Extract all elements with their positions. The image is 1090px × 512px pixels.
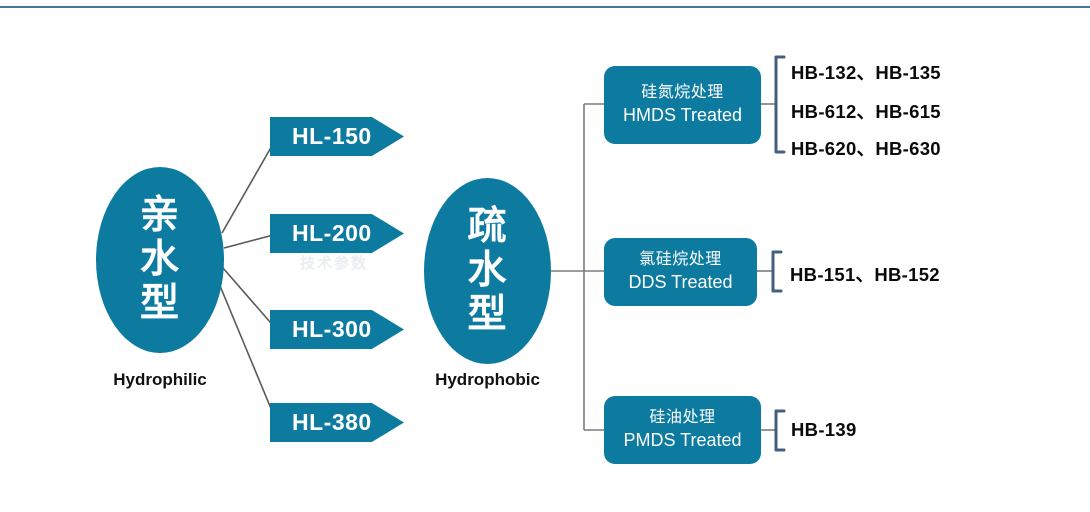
watermark-text: 技术参数 bbox=[300, 255, 369, 272]
treatment-box-en-label: DDS Treated bbox=[628, 271, 733, 292]
hydrophilic-char-3: 型 bbox=[139, 282, 180, 326]
product-chevron-hl-380[interactable]: HL-380 bbox=[270, 403, 404, 442]
treatment-box-en-label: HMDS Treated bbox=[622, 104, 743, 125]
product-code-line: HB-620、HB-630 bbox=[791, 138, 941, 159]
hydrophobic-node-label: 疏 水 型 bbox=[467, 205, 507, 337]
treatment-box-hmds[interactable]: 硅氮烷处理 HMDS Treated bbox=[604, 66, 761, 144]
hydrophobic-char-2: 水 bbox=[467, 248, 508, 292]
treatment-box-cn-label: 氯硅烷处理 bbox=[639, 250, 722, 268]
product-chevron-label: HL-300 bbox=[292, 316, 372, 342]
hydrophobic-char-1: 疏 bbox=[467, 204, 508, 248]
hydrophilic-en-label: Hydrophilic bbox=[113, 370, 207, 389]
treatment-box-cn-label: 硅油处理 bbox=[649, 408, 716, 426]
product-code-line: HB-151、HB-152 bbox=[790, 264, 940, 285]
treatment-box-cn-label: 硅氮烷处理 bbox=[641, 83, 724, 101]
product-code-line: HB-139 bbox=[791, 419, 857, 440]
hydrophobic-char-3: 型 bbox=[467, 293, 508, 337]
hydrophilic-char-2: 水 bbox=[139, 237, 180, 281]
product-chevron-label: HL-150 bbox=[292, 123, 372, 149]
hydrophilic-char-1: 亲 bbox=[139, 193, 180, 237]
treatment-box-dds[interactable]: 氯硅烷处理 DDS Treated bbox=[604, 238, 757, 306]
hydrophilic-node-label: 亲 水 型 bbox=[140, 194, 180, 326]
hydrophobic-en-label: Hydrophobic bbox=[435, 370, 540, 389]
hydrophilic-node[interactable]: 亲 水 型 bbox=[96, 167, 224, 353]
product-chevron-label: HL-200 bbox=[292, 220, 372, 246]
treatment-box-pmds[interactable]: 硅油处理 PMDS Treated bbox=[604, 396, 761, 464]
product-code-line: HB-132、HB-135 bbox=[791, 62, 941, 83]
top-divider-rule bbox=[0, 6, 1090, 8]
product-code-line: HB-612、HB-615 bbox=[791, 101, 941, 122]
product-chevron-hl-150[interactable]: HL-150 bbox=[270, 117, 404, 156]
product-chevron-label: HL-380 bbox=[292, 409, 372, 435]
treatment-box-en-label: PMDS Treated bbox=[623, 429, 742, 450]
hydrophobic-node[interactable]: 疏 水 型 bbox=[424, 178, 551, 364]
product-chevron-hl-200[interactable]: HL-200 bbox=[270, 214, 404, 253]
product-chevron-hl-300[interactable]: HL-300 bbox=[270, 310, 404, 349]
